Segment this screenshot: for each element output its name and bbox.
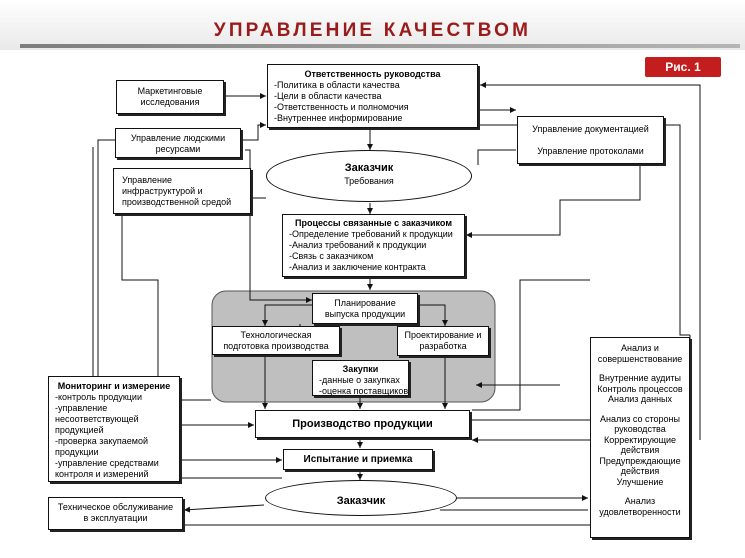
- customer-processes-title: Процессы связанные с заказчиком: [295, 218, 452, 228]
- design-label: Проектирование и разработка: [404, 330, 482, 351]
- analysis-item: Анализ удовлетворенности: [599, 496, 681, 517]
- maintenance-box: Техническое обслуживание в эксплуатации: [48, 497, 183, 530]
- production-box: Производство продукции: [255, 410, 470, 438]
- monitoring-title: Мониторинг и измерение: [57, 381, 171, 391]
- human-resources-box: Управление людскими ресурсами: [115, 128, 241, 158]
- monitoring-item: -управление несоответствующей продукцией: [55, 403, 139, 435]
- maintenance-label: Техническое обслуживание в эксплуатации: [57, 502, 174, 523]
- docs-line-1: Управление документацией: [532, 124, 649, 134]
- customer-processes-box: Процессы связанные с заказчиком -Определ…: [282, 214, 465, 277]
- customer-top-subtitle: Требования: [344, 176, 394, 186]
- production-label: Производство продукции: [292, 418, 433, 430]
- responsibility-item: -Внутреннее информирование: [274, 113, 403, 123]
- analysis-item: Предупреждающие действия: [599, 455, 681, 477]
- customer-processes-item: -Анализ требований к продукции: [289, 240, 427, 250]
- page-title: УПРАВЛЕНИЕ КАЧЕСТВОМ: [213, 20, 532, 41]
- management-responsibility-box: Ответственность руководства -Политика в …: [267, 64, 478, 128]
- infrastructure-box: Управление инфраструктурой и производств…: [113, 168, 251, 214]
- customer-processes-item: -Анализ и заключение контракта: [289, 262, 426, 272]
- customer-requirements-ellipse: Заказчик Требования: [266, 150, 472, 202]
- customer-processes-item: -Связь с заказчиком: [289, 251, 374, 261]
- marketing-research-box: Маркетинговые исследования: [116, 80, 224, 114]
- production-planning-box: Планирование выпуска продукции: [312, 293, 418, 324]
- responsibility-title: Ответственность руководства: [304, 69, 441, 79]
- documentation-box: Управление документацией Управление прот…: [517, 116, 664, 164]
- hr-label: Управление людскими ресурсами: [130, 133, 226, 154]
- analysis-item: Анализ со стороны руководства: [600, 413, 680, 435]
- purchasing-box: Закупки -данные о закупках -оценка поста…: [312, 360, 409, 396]
- responsibility-item: -Ответственность и полномочия: [274, 102, 409, 112]
- monitoring-item: -управление средствами контроля и измере…: [55, 458, 159, 479]
- customer-bottom-title: Заказчик: [336, 495, 386, 507]
- analysis-item: Анализ данных: [607, 394, 673, 404]
- monitoring-measurement-box: Мониторинг и измерение -контроль продукц…: [48, 376, 180, 482]
- purchasing-item: -оценка поставщиков: [319, 386, 409, 396]
- header-bar: [0, 0, 745, 50]
- testing-acceptance-box: Испытание и приемка: [283, 449, 433, 470]
- purchasing-title: Закупки: [342, 364, 379, 374]
- responsibility-item: -Политика в области качества: [274, 80, 400, 90]
- responsibility-item: -Цели в области качества: [274, 91, 382, 101]
- customer-top-title: Заказчик: [344, 162, 394, 174]
- design-development-box: Проектирование и разработка: [397, 326, 489, 356]
- docs-line-2: Управление протоколами: [537, 146, 644, 156]
- analysis-item: Корректирующие действия: [603, 434, 677, 456]
- tech-prep-label: Технологическая подготовка производства: [223, 330, 329, 351]
- figure-badge: Рис. 1: [645, 57, 721, 77]
- technological-preparation-box: Технологическая подготовка производства: [212, 326, 340, 355]
- customer-bottom-ellipse: Заказчик: [265, 480, 457, 516]
- planning-label: Планирование выпуска продукции: [324, 298, 406, 319]
- infra-label: Управление инфраструктурой и производств…: [122, 175, 232, 207]
- analysis-improvement-box: Анализ и совершенствование Внутренние ау…: [590, 337, 690, 538]
- marketing-label: Маркетинговые исследования: [137, 86, 203, 107]
- customer-processes-item: -Определение требований к продукции: [289, 229, 453, 239]
- analysis-item: Анализ и совершенствование: [597, 343, 683, 364]
- analysis-item: Внутренние аудиты: [598, 373, 682, 383]
- monitoring-item: -проверка закупаемой продукции: [55, 436, 148, 457]
- header-rule: [20, 44, 740, 48]
- testing-label: Испытание и приемка: [303, 454, 413, 465]
- analysis-item: Улучшение: [616, 476, 664, 487]
- purchasing-item: -данные о закупках: [319, 375, 400, 385]
- analysis-item: Контроль процессов: [597, 383, 683, 394]
- monitoring-item: -контроль продукции: [55, 392, 142, 402]
